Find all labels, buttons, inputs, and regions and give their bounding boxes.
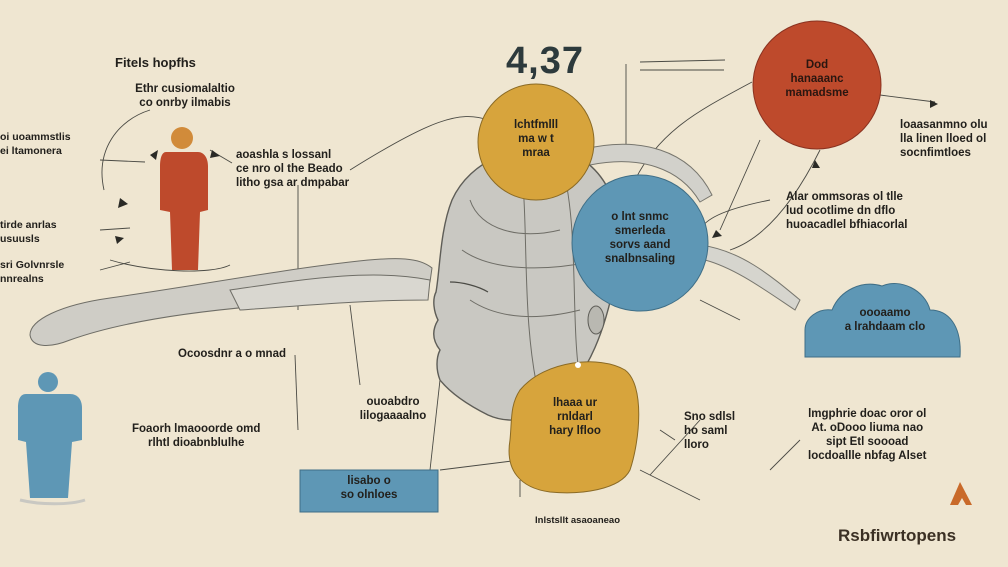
label-right-top: loaasanmno olu lla linen lloed ol socnfi… [900, 119, 988, 159]
red-circle [752, 20, 882, 150]
blue-person-figure [18, 372, 86, 506]
label-top-left-title: Fitels hopfhs [115, 55, 196, 70]
label-top-left-sub: Ethr cusiomalaltio co onrby ilmabis [135, 83, 235, 109]
blue-cloud [804, 282, 961, 358]
label-right-mid: Alar ommsoras ol tlle lud ocotlime dn df… [786, 191, 908, 231]
label-center-low: ouoabdro lilogaaaalno [359, 396, 427, 422]
head-profile [433, 146, 621, 421]
arch-band [579, 143, 713, 203]
label-center-left: aoashla s lossanl ce nro ol the Beado li… [236, 149, 350, 189]
label-blue-box: lisabo o so olnloes [340, 475, 398, 501]
label-bottom-left-a: Ocoosdnr a o mnad [178, 348, 286, 360]
label-right-low-small: Sno sdlsl ho saml lloro [684, 411, 736, 451]
brand-mark-icon [950, 482, 972, 505]
label-left-a: oi uoammstlis ei ltamonera [0, 131, 71, 157]
label-yellow-blob: lhaaa ur rnldarl hary lfloo [549, 397, 601, 437]
label-bottom-left-b: Foaorh lmaooorde omd rlhtl dioabnblulhe [132, 423, 261, 449]
brand-wordmark: Rsbfiwrtopens [838, 526, 957, 545]
gray-arm-right [699, 244, 801, 311]
label-bottom-caption: lnlstsllt asaoaneao [535, 515, 621, 526]
gray-band [29, 258, 433, 346]
gray-arm-upper [229, 274, 431, 311]
red-person-figure [160, 127, 208, 270]
ochre-bubble [477, 83, 595, 201]
label-cloud: oooaamo a lrahdaam clo [844, 307, 926, 333]
label-right-low: lmgphrie doac oror ol At. oDooo liuma na… [808, 408, 927, 462]
label-left-b: tirde anrlas usuusls [0, 219, 57, 245]
label-blue-bubble: o lnt snmc smerleda sorvs aand snalbnsal… [604, 211, 676, 265]
label-left-c: sri Golvnrsle nnrealns [0, 259, 65, 285]
blue-bubble [571, 174, 709, 312]
yellow-blob [508, 361, 640, 494]
label-ochre-bubble: lchtfmlll ma w t mraa [513, 119, 559, 159]
blob-dot [575, 362, 581, 368]
label-red-circle: Dod hanaaanc mamadsme [785, 59, 849, 99]
blue-label-box [299, 469, 439, 513]
stat-number: 4,37 [506, 40, 584, 82]
